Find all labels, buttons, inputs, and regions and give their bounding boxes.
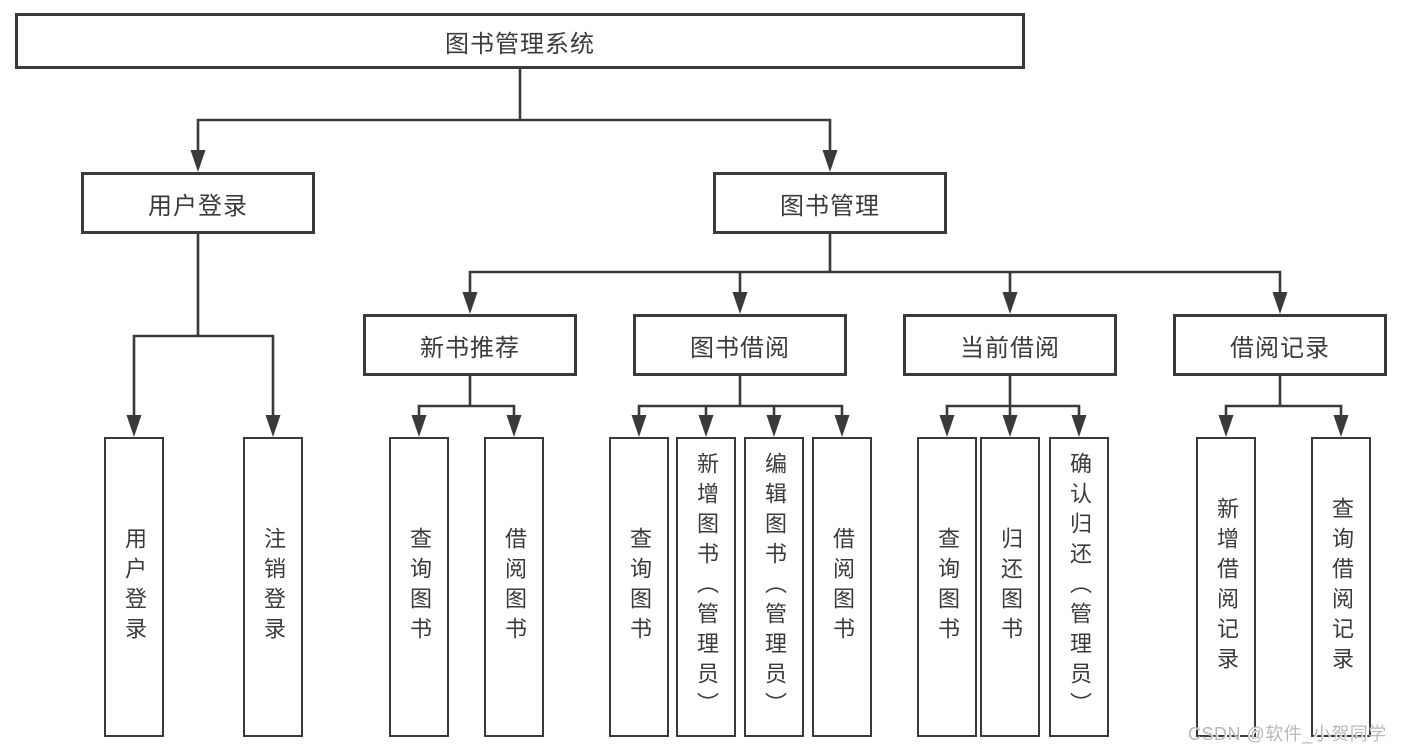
leaf-user-login: 用户登录 <box>104 437 164 737</box>
leaf-query-books-recommend-label: 查询图书 <box>407 527 432 647</box>
leaf-confirm-return-admin-label: 确认归还（管理员） <box>1067 452 1092 722</box>
leaf-edit-book-admin: 编辑图书（管理员） <box>744 437 804 737</box>
leaf-query-books-current-label: 查询图书 <box>935 527 960 647</box>
leaf-query-books-borrow-label: 查询图书 <box>627 527 652 647</box>
tree-connector-lines <box>132 69 1343 419</box>
node-root-label: 图书管理系统 <box>445 30 595 58</box>
node-borrow-records-label: 借阅记录 <box>1230 334 1330 362</box>
node-book-management-label: 图书管理 <box>780 192 880 220</box>
node-user-login: 用户登录 <box>81 172 315 234</box>
leaf-return-book-label: 归还图书 <box>998 527 1023 647</box>
node-book-borrow-label: 图书借阅 <box>690 334 790 362</box>
leaf-logout: 注销登录 <box>243 437 303 737</box>
leaf-logout-label: 注销登录 <box>261 527 286 647</box>
leaf-add-borrow-record-label: 新增借阅记录 <box>1214 497 1239 677</box>
node-current-borrow-label: 当前借阅 <box>960 334 1060 362</box>
leaf-user-login-label: 用户登录 <box>122 527 147 647</box>
leaf-query-books-recommend: 查询图书 <box>389 437 449 737</box>
watermark: CSDN @软件_小贺同学 <box>1188 724 1387 744</box>
node-new-book-recommend-label: 新书推荐 <box>420 334 520 362</box>
node-book-borrow: 图书借阅 <box>633 314 847 376</box>
leaf-query-books-current: 查询图书 <box>917 437 977 737</box>
leaf-query-books-borrow: 查询图书 <box>609 437 669 737</box>
node-user-login-label: 用户登录 <box>148 192 248 220</box>
leaf-query-borrow-record-label: 查询借阅记录 <box>1329 497 1354 677</box>
leaf-confirm-return-admin: 确认归还（管理员） <box>1049 437 1109 737</box>
arrowheads <box>126 150 1349 437</box>
node-current-borrow: 当前借阅 <box>903 314 1117 376</box>
leaf-borrow-books-recommend-label: 借阅图书 <box>502 527 527 647</box>
node-borrow-records: 借阅记录 <box>1173 314 1387 376</box>
leaf-borrow-books: 借阅图书 <box>812 437 872 737</box>
node-new-book-recommend: 新书推荐 <box>363 314 577 376</box>
leaf-add-book-admin-label: 新增图书（管理员） <box>694 452 719 722</box>
leaf-add-borrow-record: 新增借阅记录 <box>1196 437 1256 737</box>
node-book-management: 图书管理 <box>713 172 947 234</box>
node-root: 图书管理系统 <box>15 13 1025 69</box>
leaf-query-borrow-record: 查询借阅记录 <box>1311 437 1371 737</box>
leaf-borrow-books-label: 借阅图书 <box>830 527 855 647</box>
leaf-borrow-books-recommend: 借阅图书 <box>484 437 544 737</box>
leaf-return-book: 归还图书 <box>980 437 1040 737</box>
leaf-edit-book-admin-label: 编辑图书（管理员） <box>762 452 787 722</box>
leaf-add-book-admin: 新增图书（管理员） <box>676 437 736 737</box>
